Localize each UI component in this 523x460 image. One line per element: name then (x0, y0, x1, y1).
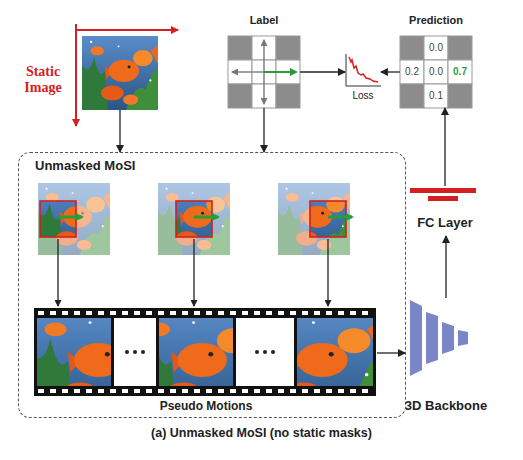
direction-arrow (232, 40, 296, 104)
frame-arrow (58, 239, 328, 306)
film-strip (31, 307, 380, 420)
grid-heading: Prediction (386, 14, 486, 26)
prediction-grid: Prediction0.00.20.00.70.1 (400, 36, 472, 108)
loss-plot: Loss (345, 54, 381, 86)
cell-value: 0.2 (400, 66, 424, 77)
flow-arrow (263, 108, 264, 152)
cell-value: 0.1 (424, 90, 448, 101)
axis-arrow (75, 24, 77, 126)
image-heading: Static Image (14, 64, 72, 96)
grid-heading: Label (218, 14, 310, 26)
cell-value: 0.7 (448, 66, 472, 77)
block-label: 3D Backbone (391, 398, 501, 413)
figure-caption: (a) Unmasked MoSI (no static masks) (0, 426, 523, 440)
backbone-icon (410, 300, 468, 376)
layer-label: FC Layer (400, 215, 490, 230)
flow-arrow (377, 352, 405, 353)
flow-arrow (119, 110, 120, 152)
label-grid: Label (228, 36, 300, 108)
crop-frame (38, 183, 110, 255)
loss-label: Loss (339, 90, 387, 101)
backbone-block: 3D Backbone (405, 298, 487, 376)
loss-curve (346, 54, 381, 86)
dashed-group: Unmasked MoSI Pseudo Motions (18, 152, 406, 418)
group-heading: Unmasked MoSI (35, 158, 195, 173)
prediction-grid (400, 36, 472, 108)
axis-arrow (76, 29, 178, 31)
strip-label: Pseudo Motions (135, 399, 277, 413)
cell-value: 0.0 (424, 42, 448, 53)
flow-arrow (445, 236, 446, 298)
flow-arrow (444, 108, 445, 186)
flow-arrow (300, 71, 345, 72)
label-grid (228, 36, 300, 108)
flow-arrow (381, 71, 400, 72)
goldfish-image (82, 36, 158, 110)
film-strip: Pseudo Motions (35, 309, 377, 397)
crop-frame (278, 183, 352, 255)
fc-layer: FC Layer (405, 186, 485, 236)
static-image: Static Image (82, 36, 158, 110)
fc-bars (410, 188, 476, 201)
cell-value: 0.0 (424, 66, 448, 77)
